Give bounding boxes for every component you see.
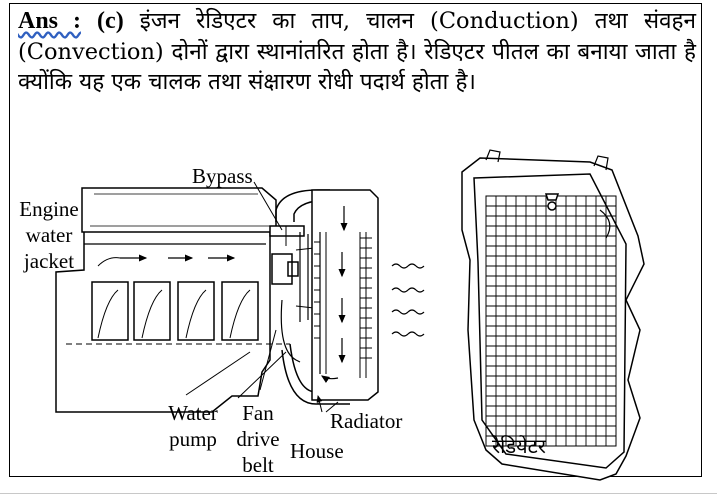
content-frame bbox=[9, 3, 702, 477]
label-house: House bbox=[290, 439, 344, 463]
label-jacket: jacket bbox=[23, 249, 75, 273]
label-drive: drive bbox=[236, 427, 280, 451]
answer-paragraph: Ans : (c) इंजन रेडिएटर का ताप, चालन (Con… bbox=[18, 6, 696, 98]
page-divider bbox=[0, 493, 717, 494]
label-water: water bbox=[25, 223, 73, 247]
radiator-picture bbox=[461, 149, 645, 481]
radiator-caption: रेडियेटर bbox=[492, 434, 546, 458]
label-fan: Fan bbox=[242, 401, 274, 425]
label-radiator: Radiator bbox=[330, 409, 403, 433]
answer-text: इंजन रेडिएटर का ताप, चालन (Conduction) त… bbox=[18, 8, 696, 95]
engine-diagram bbox=[55, 181, 425, 413]
label-bypass: Bypass bbox=[192, 164, 253, 188]
label-water-2: Water bbox=[168, 401, 218, 425]
answer-option: (c) bbox=[97, 8, 124, 34]
label-engine: Engine bbox=[19, 197, 79, 221]
label-pump: pump bbox=[169, 427, 217, 451]
answer-label: Ans : bbox=[18, 8, 81, 34]
label-belt: belt bbox=[242, 453, 274, 477]
